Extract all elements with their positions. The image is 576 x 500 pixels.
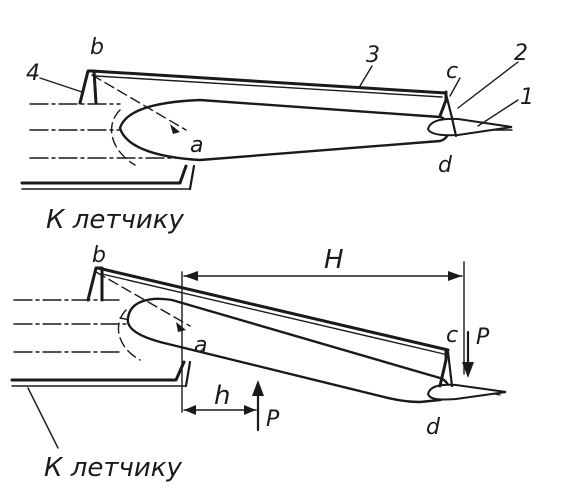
top-leader-3	[359, 65, 373, 87]
bottom-control-rod	[10, 360, 186, 382]
top-push-rod	[90, 69, 448, 95]
bottom-dim-h-arrow-left	[184, 405, 196, 415]
top-trim-tab	[426, 117, 513, 137]
top-caption: К летчику	[46, 205, 184, 235]
bottom-arc-arrow	[176, 322, 186, 332]
bottom-dashed-b-a	[95, 271, 191, 327]
bottom-push-rod-inner	[101, 273, 445, 355]
top-label-4: 4	[26, 61, 40, 86]
top-label-1: 1	[520, 85, 534, 110]
bottom-hinge-arc	[117, 309, 141, 361]
top-horn-c	[438, 90, 448, 118]
top-tab-mount	[450, 116, 458, 138]
top-label-d: d	[438, 153, 453, 178]
bottom-push-rod	[96, 266, 450, 352]
bottom-label-d: d	[426, 415, 441, 440]
bottom-label-c: c	[446, 323, 458, 348]
bottom-dim-h-arrow-right	[244, 405, 256, 415]
top-control-rod-end	[188, 164, 196, 191]
bottom-trim-tab	[426, 383, 507, 401]
top-leader-2	[457, 61, 519, 109]
top-figure: b 4 3 c 2 1 a d К летчику	[20, 35, 534, 235]
bottom-force-bottom-arrow	[252, 380, 264, 396]
top-arc-arrow	[170, 124, 180, 134]
bottom-dim-H-arrow-left	[184, 271, 198, 281]
bottom-horn-c	[438, 348, 448, 388]
bottom-dim-H-arrow-right	[448, 271, 462, 281]
top-label-3: 3	[366, 43, 380, 68]
top-dashed-b-a	[91, 74, 187, 131]
top-leader-4	[39, 77, 83, 93]
bottom-leader-pilot	[27, 387, 59, 449]
bottom-horn-c-link	[446, 350, 454, 388]
bottom-main-surface	[126, 297, 451, 404]
bottom-horn-b	[86, 266, 104, 302]
top-label-c: c	[446, 59, 458, 84]
bottom-label-H: H	[324, 245, 344, 275]
bottom-control-rod-end	[184, 360, 192, 388]
bottom-label-P-bottom: P	[266, 407, 280, 432]
top-control-rod	[20, 164, 188, 185]
bottom-label-b: b	[92, 243, 106, 268]
top-leader-c	[449, 77, 461, 97]
top-horn-c-link	[444, 92, 454, 120]
bottom-label-h: h	[214, 381, 230, 411]
top-label-a: a	[190, 133, 203, 158]
top-push-rod-inner	[95, 75, 443, 98]
bottom-label-a: a	[194, 333, 207, 358]
top-main-surface	[118, 98, 451, 162]
bottom-label-P-right: P	[476, 325, 490, 350]
top-hinge-arc	[110, 109, 136, 166]
bottom-caption: К летчику	[44, 453, 182, 483]
top-leader-1	[477, 99, 519, 127]
bottom-force-right-arrow	[462, 362, 474, 378]
top-label-b: b	[90, 35, 104, 60]
bottom-figure: b H c P a h P d К летчику	[10, 243, 507, 483]
top-label-2: 2	[514, 41, 528, 66]
